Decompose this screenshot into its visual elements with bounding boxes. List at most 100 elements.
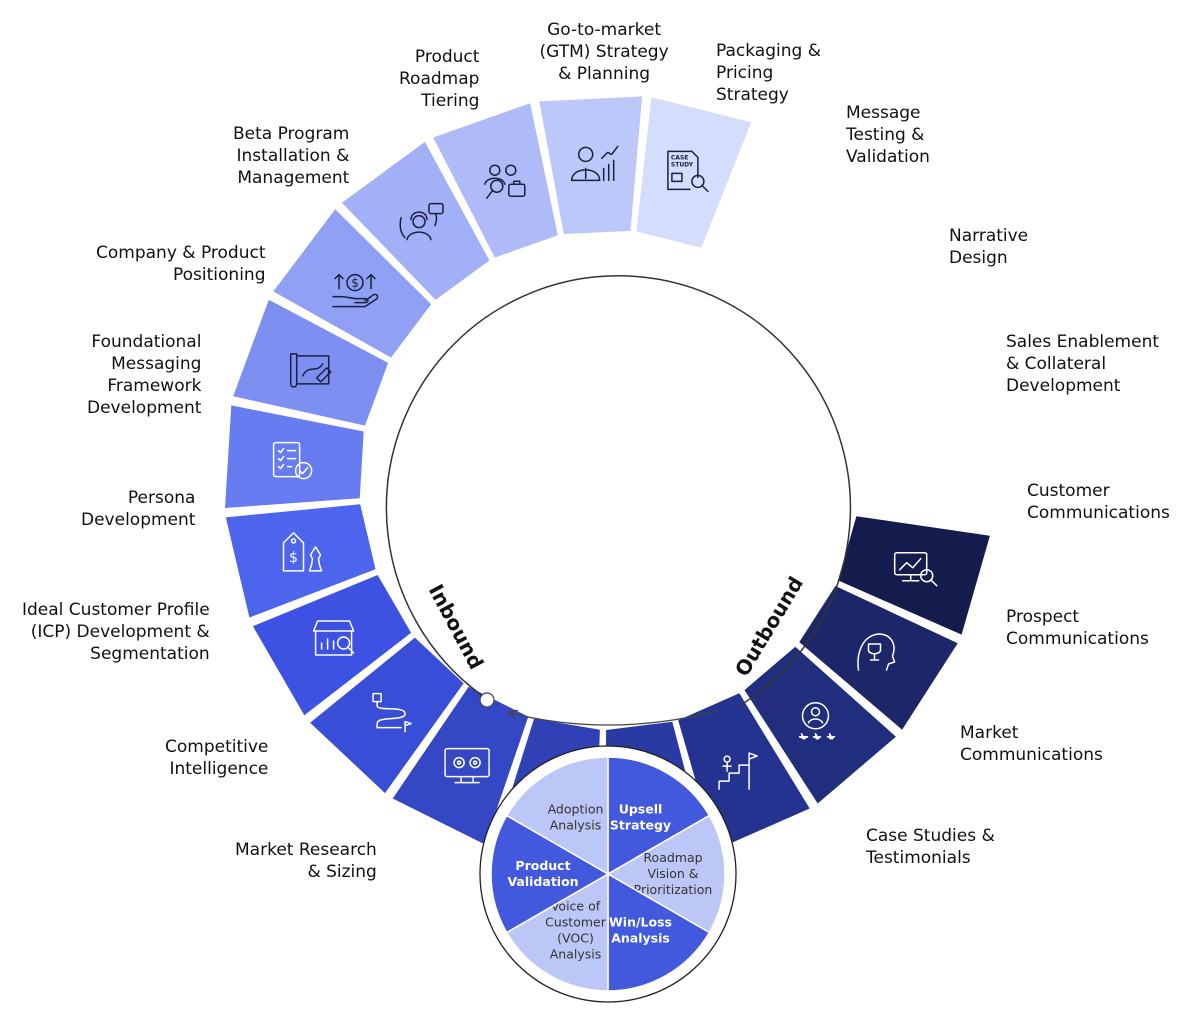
- segment-label-line: Development: [81, 510, 196, 530]
- svg-text:$: $: [289, 550, 298, 566]
- segment-label-line: Company & Product: [96, 243, 266, 263]
- pie-label-line: Analysis: [611, 930, 670, 945]
- segment-label-line: Persona: [127, 488, 196, 508]
- segment-label-line: (ICP) Development &: [30, 622, 210, 642]
- profile-stars-icon: [798, 702, 836, 740]
- segment-label-line: Development: [1006, 376, 1121, 396]
- segment-label: Ideal Customer Profile(ICP) Development …: [22, 599, 210, 665]
- segment-label-line: Product: [414, 47, 480, 67]
- pie-slice: [490, 814, 610, 934]
- segment-label-line: Go-to-market: [547, 20, 661, 40]
- segment-label-line: & Collateral: [1006, 354, 1107, 374]
- segment-label-line: Messaging: [111, 354, 202, 374]
- pie-slice: [505, 872, 609, 992]
- segment-label-line: Communications: [1027, 503, 1170, 523]
- segment-label-line: Intelligence: [169, 759, 269, 779]
- climber-flag-icon: [718, 752, 758, 790]
- pie-label-line: Vision &: [647, 866, 698, 881]
- segment-label-line: Market Research: [235, 840, 377, 860]
- pie-label-line: Roadmap: [643, 850, 702, 865]
- pie-slice: [607, 872, 711, 992]
- pie-label-line: Analysis: [550, 818, 602, 833]
- pie-slice: [606, 814, 726, 934]
- segment-label-line: Development: [87, 398, 202, 418]
- pie-label-line: Analysis: [550, 946, 602, 961]
- segment-label-line: Foundational: [91, 332, 202, 352]
- pie-label-line: Validation: [507, 874, 578, 889]
- segment-label: Market Research& Sizing: [235, 839, 377, 883]
- hand-dollar-growth-icon: $: [332, 273, 379, 308]
- monitor-gears-icon: [444, 747, 490, 784]
- team-briefcase-icon: [484, 164, 526, 199]
- segment-label-line: Message: [846, 103, 921, 123]
- flow-start-dot: [479, 692, 495, 708]
- pie-label-line: Product: [515, 858, 570, 873]
- segment-label-line: Management: [237, 168, 350, 188]
- segment-label: Go-to-market(GTM) Strategy& Planning: [540, 19, 669, 85]
- report-magnifier-icon: [893, 551, 938, 587]
- flow-arrow: [510, 711, 718, 726]
- storefront-chart-icon: [312, 620, 355, 656]
- ring-segment: [225, 405, 364, 508]
- price-tag-chess-icon: $: [282, 532, 323, 572]
- pie-label-line: Upsell: [619, 802, 663, 817]
- segment-label-line: Strategy: [716, 85, 789, 105]
- pie-label-line: Prioritization: [634, 882, 713, 897]
- ring-segment: [392, 686, 529, 845]
- pie-label-line: Adoption: [548, 802, 604, 817]
- ring-segment: [636, 97, 752, 248]
- segment-label-line: Case Studies &: [866, 826, 995, 846]
- segment-label-line: Communications: [1006, 629, 1149, 649]
- segment-label-line: Market: [960, 723, 1019, 743]
- segment-label-line: & Planning: [558, 64, 651, 84]
- segment-label-line: Competitive: [165, 737, 269, 757]
- svg-text:STUDY: STUDY: [671, 161, 694, 168]
- flow-arc: [385, 275, 852, 707]
- segment-label-line: Customer: [1027, 481, 1110, 501]
- segment-label: Case Studies &Testimonials: [866, 825, 995, 869]
- trophy-head-icon: [857, 633, 896, 671]
- design-sketch-icon: [289, 353, 332, 388]
- pie-label-line: Customer: [545, 914, 607, 929]
- ring-segment: [310, 637, 464, 794]
- pie-label-line: Win/Loss: [609, 914, 672, 929]
- segment-label-line: Prospect: [1006, 607, 1080, 627]
- svg-text:CASE: CASE: [671, 154, 688, 161]
- presenter-chart-icon: [570, 145, 619, 182]
- ring-segment: [252, 575, 412, 716]
- roadmap-path-icon: [372, 692, 412, 733]
- segment-label-line: Narrative: [949, 226, 1029, 246]
- pie-slice: [607, 756, 711, 876]
- segment-label-line: Tiering: [421, 91, 480, 111]
- segment-label-line: Design: [949, 248, 1008, 268]
- flow-circle: Inbound Outbound: [385, 275, 852, 726]
- ring-segment: [799, 586, 958, 730]
- segment-label-line: Sales Enablement: [1006, 332, 1160, 352]
- segment-label-line: Communications: [960, 745, 1103, 765]
- segment-label-line: Testing &: [846, 125, 925, 145]
- ring-segment: [225, 504, 376, 618]
- segment-label-line: Installation &: [236, 146, 350, 166]
- svg-text:$: $: [351, 276, 359, 290]
- ring-segment: [539, 96, 643, 235]
- pie-label-line: Strategy: [610, 818, 671, 833]
- segment-label-line: Roadmap: [399, 69, 480, 89]
- segment-label-line: Framework: [107, 376, 202, 396]
